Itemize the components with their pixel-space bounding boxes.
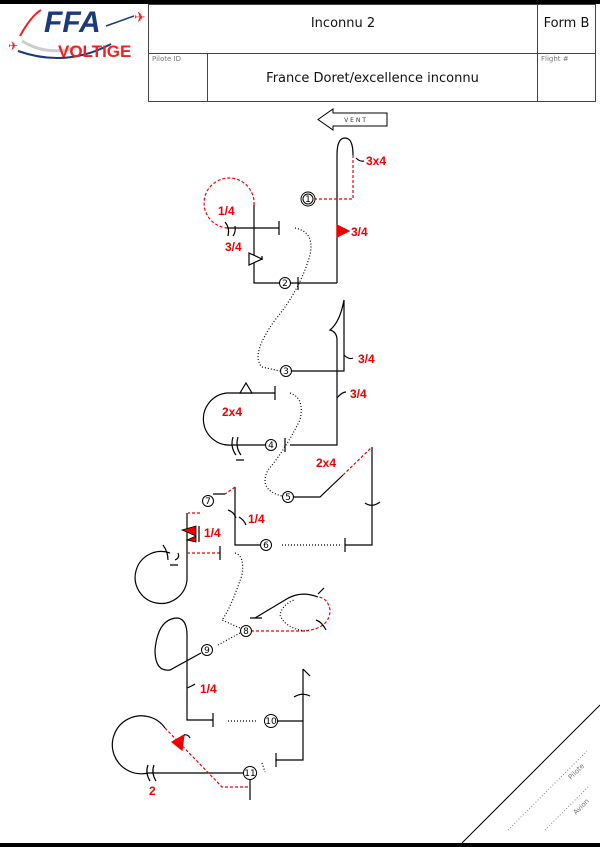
figure-number-1: 1	[305, 195, 311, 205]
figure-11	[111, 715, 251, 800]
figure-number-8: 8	[243, 627, 249, 637]
figure-number-6: 6	[263, 541, 269, 551]
link-10-11	[261, 762, 266, 773]
logo-ffa-text: FFA	[44, 6, 101, 39]
signature-corner: Pilote Avion	[461, 704, 600, 844]
roll-label: 2	[149, 784, 156, 798]
figure-number-5: 5	[285, 493, 291, 503]
bottom-bar	[0, 843, 600, 847]
figure-numbers: 1 2 3 4 5 6 7 8 9 10 11	[201, 191, 316, 780]
roll-label: 2x4	[316, 456, 336, 470]
roll-label: 1/4	[218, 204, 235, 218]
flight-cell	[537, 53, 596, 102]
figure-2	[203, 177, 337, 290]
pilot-id-label: Pilote ID	[152, 55, 181, 63]
form-label: Form B	[543, 16, 590, 31]
link-4-5	[264, 392, 302, 497]
figure-8	[250, 587, 331, 632]
figure-number-10: 10	[265, 717, 277, 727]
figure-number-3: 3	[283, 367, 289, 377]
figure-number-7: 7	[205, 497, 211, 507]
figure-5	[293, 446, 381, 552]
roll-label: 1/4	[204, 526, 221, 540]
roll-label: 3/4	[350, 387, 367, 401]
figure-9	[154, 617, 214, 727]
ffa-voltige-logo: ✈ ✈ FFA VOLTIGE	[6, 6, 146, 66]
figure-number-11: 11	[244, 769, 255, 779]
top-bar	[0, 0, 600, 4]
figure-3	[276, 300, 354, 452]
pilot-signature-label: Pilote	[567, 762, 586, 781]
figure-number-4: 4	[268, 441, 274, 451]
roll-label: 3/4	[358, 352, 375, 366]
roll-label: 3x4	[366, 154, 386, 168]
roll-label: 3/4	[225, 240, 242, 254]
figure-1	[313, 137, 365, 283]
wind-arrow-icon: V E N T	[317, 108, 388, 131]
svg-text:✈: ✈	[134, 10, 146, 26]
wind-label: V E N T	[344, 117, 366, 124]
roll-label: 1/4	[200, 682, 217, 696]
roll-label: 3/4	[351, 225, 368, 239]
link-7-8	[221, 552, 244, 629]
figure-number-2: 2	[282, 279, 288, 289]
link-2-3	[257, 227, 312, 372]
figure-10	[275, 668, 311, 767]
figure-7	[134, 486, 236, 605]
svg-text:✈: ✈	[8, 39, 18, 53]
figure-6	[227, 487, 261, 546]
link-8-9	[217, 632, 241, 646]
roll-label: 2x4	[222, 405, 242, 419]
logo-swoosh-icon: ✈ ✈	[8, 9, 146, 60]
sequence-title: Inconnu 2	[310, 16, 376, 31]
figure-number-9: 9	[204, 646, 210, 656]
flight-label: Flight #	[541, 55, 569, 63]
figure-4	[202, 381, 276, 461]
logo-voltige-text: VOLTIGE	[58, 42, 132, 61]
roll-label: 1/4	[248, 512, 265, 526]
roll-labels: 3x4 3/4 1/4 3/4 3/4 3/4 2x4 2x4 1/4 1/4 …	[149, 154, 386, 798]
sequence-subtitle: France Doret/excellence inconnu	[266, 71, 479, 86]
